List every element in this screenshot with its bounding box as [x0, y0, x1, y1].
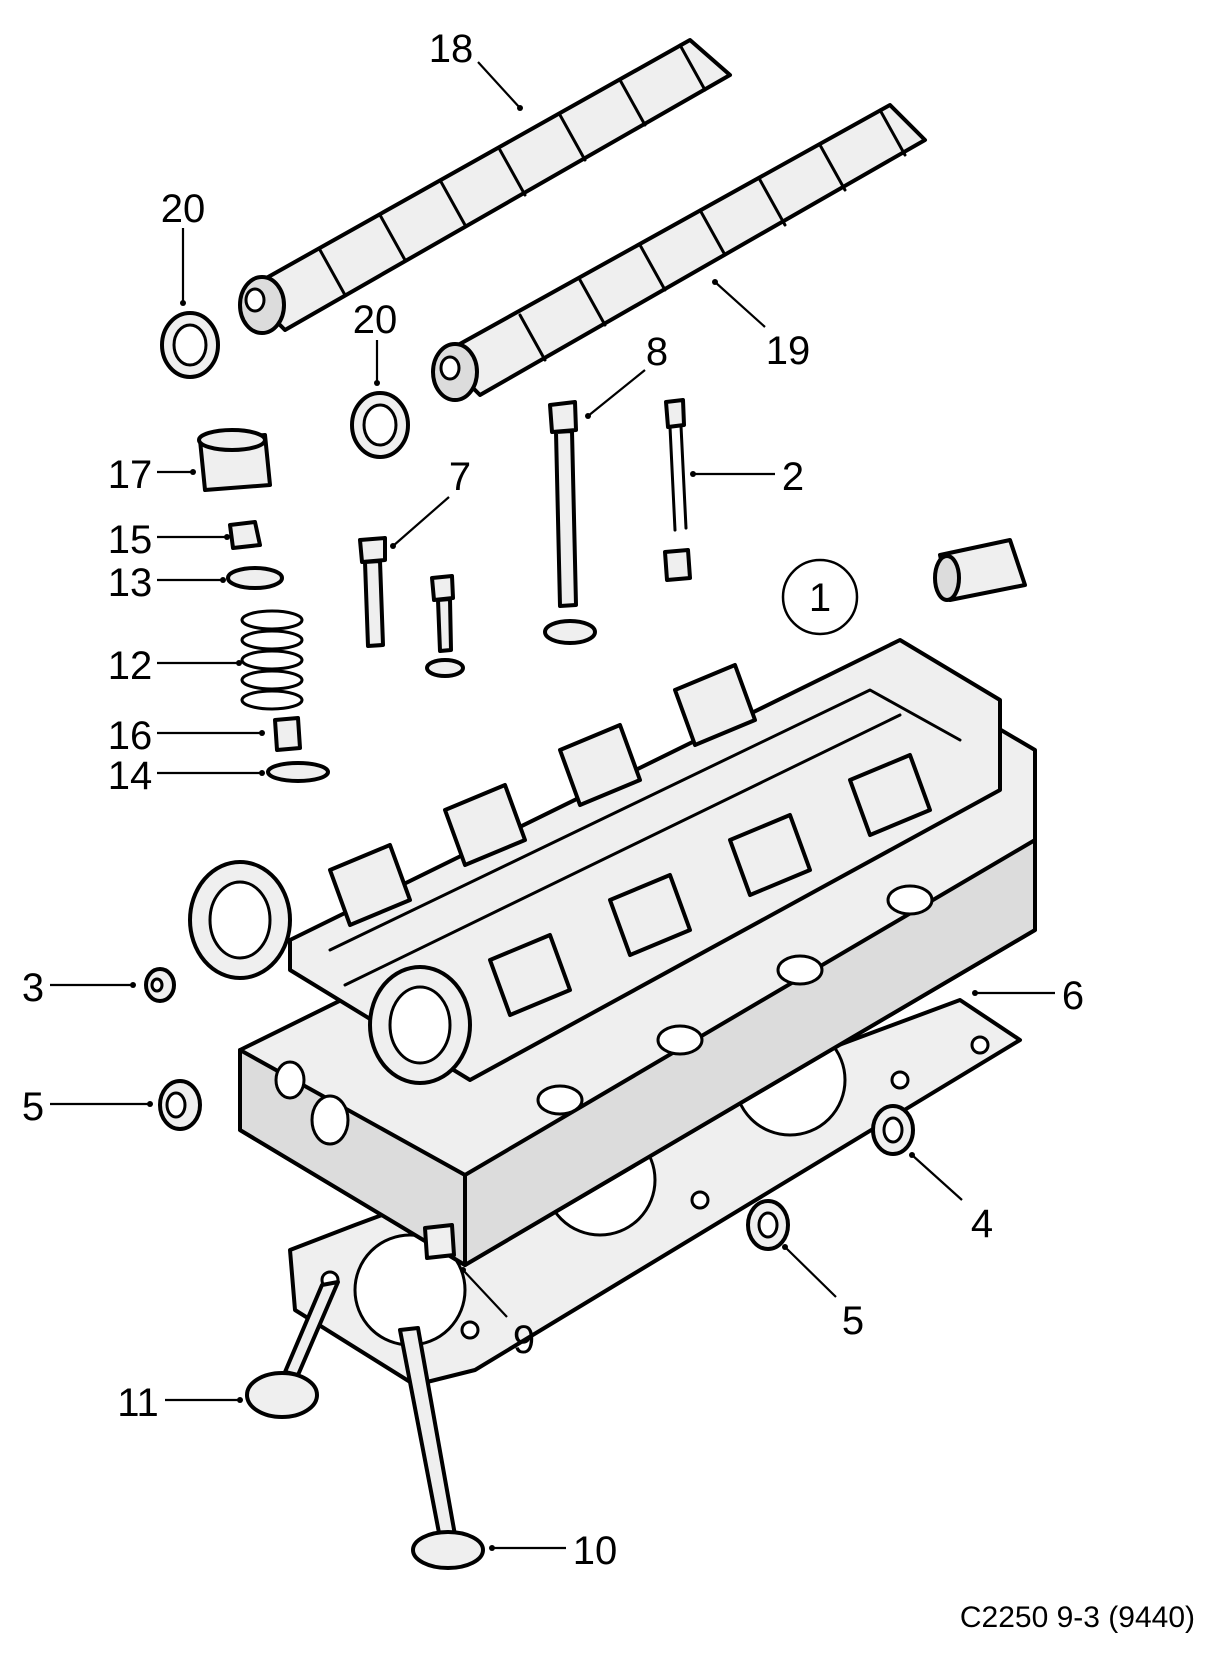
- hydraulic-tappet: [197, 428, 272, 492]
- cam-seal-left: [160, 311, 220, 379]
- valve-spring: [240, 609, 304, 711]
- valve-11: [245, 1280, 340, 1419]
- callout-3: 3: [22, 966, 44, 1010]
- callout-11: 11: [117, 1381, 159, 1425]
- bearing-towers: [328, 663, 932, 1017]
- callout-20: 20: [353, 298, 398, 342]
- leader-lines: [50, 61, 1055, 1551]
- plug-3: [144, 967, 176, 1003]
- camshaft-intake: [431, 103, 927, 402]
- callout-9: 9: [513, 1318, 535, 1362]
- seal-4: [871, 1104, 915, 1156]
- callout-19: 19: [766, 329, 811, 373]
- cam-seal-right: [350, 391, 410, 459]
- seal-5-right: [746, 1199, 790, 1251]
- callout-14: 14: [108, 754, 153, 798]
- callout-2: 2: [782, 455, 804, 499]
- callout-6: 6: [1062, 974, 1084, 1018]
- callout-7: 7: [449, 455, 471, 499]
- seal-5-left: [158, 1079, 202, 1131]
- callout-18: 18: [429, 27, 474, 71]
- callout-16: 16: [108, 714, 153, 758]
- head-bolt-long: [543, 400, 597, 645]
- callout-12: 12: [108, 644, 153, 688]
- valve-stem-seal: [273, 716, 302, 752]
- callout-labels: 18 20 20 8 19 17 7 2 15 13 12 16 14 3 6 …: [22, 27, 1084, 1573]
- plug-sleeve: [933, 538, 1027, 602]
- callout-15: 15: [108, 518, 153, 562]
- bolt-short: [358, 536, 387, 648]
- stud-bolt: [663, 398, 692, 582]
- cylinder-head: [188, 638, 1037, 1267]
- callout-20: 20: [161, 187, 206, 231]
- callout-13: 13: [108, 561, 153, 605]
- dowel-pin: [423, 1223, 456, 1260]
- bolt-medium: [425, 574, 465, 678]
- diagram-code: C2250 9-3 (9440): [960, 1601, 1195, 1634]
- callout-8: 8: [646, 330, 668, 374]
- callout-10: 10: [573, 1529, 618, 1573]
- valve-collet: [228, 520, 262, 550]
- valve-spring-seat: [266, 761, 330, 783]
- callout-5: 5: [842, 1299, 864, 1343]
- callout-5: 5: [22, 1085, 44, 1129]
- camshaft-exhaust: [238, 38, 732, 335]
- group-marker-circle: [781, 558, 859, 636]
- valve-10: [398, 1326, 485, 1570]
- group-marker-label: 1: [809, 576, 831, 620]
- callout-4: 4: [971, 1202, 993, 1246]
- valve-spring-retainer: [226, 566, 284, 590]
- callout-17: 17: [108, 453, 153, 497]
